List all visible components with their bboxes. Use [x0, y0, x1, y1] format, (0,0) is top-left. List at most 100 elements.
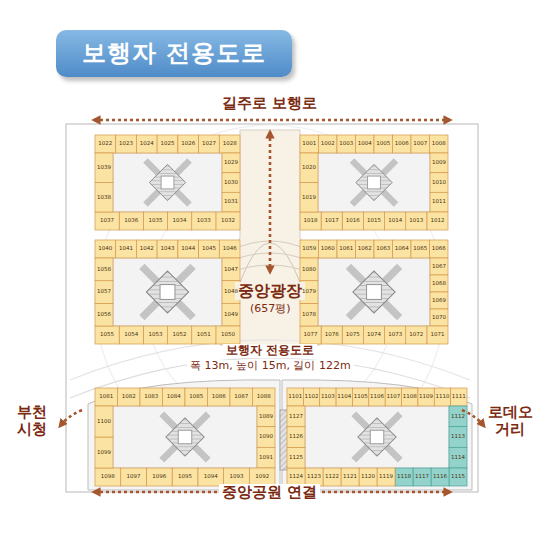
pedestrian-road-edge [70, 340, 470, 380]
unit-number: 1103 [320, 388, 336, 406]
unit-cell [222, 153, 240, 173]
unit-cell [303, 388, 319, 406]
unit-number: 1058 [95, 258, 113, 281]
unit-cell [119, 212, 143, 230]
unit-number: 1089 [257, 406, 275, 427]
unit-cell [337, 240, 356, 258]
unit-number: 1023 [116, 135, 137, 153]
unit-number: 1078 [300, 303, 318, 326]
unit-cell [287, 388, 303, 406]
unit-number: 1113 [449, 427, 467, 448]
building-outline [88, 380, 280, 490]
unit-cell [342, 212, 363, 230]
unit-cell [192, 326, 216, 344]
unit-cell [356, 135, 375, 153]
unit-cell [185, 388, 208, 406]
unit-number: 1017 [321, 212, 342, 230]
unit-number: 1052 [168, 326, 192, 344]
unit-cell [430, 192, 448, 212]
unit-cell [178, 240, 199, 258]
unit-cell [157, 240, 178, 258]
unit-cell [95, 212, 119, 230]
unit-cell [95, 303, 113, 326]
unit-number: 1090 [257, 427, 275, 448]
unit-cell [136, 135, 157, 153]
unit-cell [143, 326, 167, 344]
unit-cell [222, 303, 240, 326]
unit-number: 1105 [353, 388, 369, 406]
unit-number: 1094 [198, 468, 224, 486]
unit-number: 1049 [222, 303, 240, 326]
unit-number: 1036 [119, 212, 143, 230]
unit-number: 1056 [95, 303, 113, 326]
unit-number: 1098 [95, 468, 121, 486]
unit-number: 1001 [300, 135, 319, 153]
unit-cell [95, 281, 113, 304]
unit-cell [321, 326, 342, 344]
unit-cell [95, 468, 121, 486]
unit-number: 1079 [300, 281, 318, 304]
road-name: 중앙공원 연결 [219, 484, 320, 501]
unit-cell [95, 326, 119, 344]
unit-number: 1028 [219, 135, 240, 153]
unit-number: 1040 [95, 240, 116, 258]
unit-cell [287, 447, 305, 468]
unit-number: 1048 [222, 281, 240, 304]
unit-cell [287, 406, 305, 427]
unit-number: 1114 [449, 447, 467, 468]
unit-number: 1124 [287, 468, 305, 486]
unit-cell [385, 326, 406, 344]
unit-number: 1119 [377, 468, 395, 486]
unit-cell [449, 447, 467, 468]
unit-number: 1088 [253, 388, 276, 406]
unit-cell [253, 388, 276, 406]
building-core [162, 414, 208, 460]
unit-cell [136, 240, 157, 258]
unit-number: 1031 [222, 192, 240, 212]
unit-cell [300, 183, 318, 213]
unit-cell [430, 173, 448, 193]
unit-cell [157, 135, 178, 153]
title-tab: 보행자 전용도로 [56, 30, 292, 77]
unit-number: 1104 [336, 388, 352, 406]
road-dimensions: 폭 13m, 높이 15m, 길이 122m [187, 360, 354, 373]
unit-cell [230, 388, 253, 406]
building-core [354, 414, 400, 460]
unit-number: 1025 [157, 135, 178, 153]
building-core [352, 161, 396, 205]
unit-cell [199, 135, 220, 153]
unit-cell [219, 135, 240, 153]
unit-number: 1029 [222, 153, 240, 173]
unit-number: 1092 [249, 468, 275, 486]
unit-cell [300, 240, 319, 258]
unit-cell [369, 388, 385, 406]
unit-cell [374, 135, 393, 153]
unit-cell [434, 388, 450, 406]
unit-number: 1019 [300, 183, 318, 213]
unit-cell [341, 468, 359, 486]
unit-number: 1043 [157, 240, 178, 258]
unit-cell [431, 468, 449, 486]
unit-number: 1123 [305, 468, 323, 486]
unit-number: 1034 [168, 212, 192, 230]
unit-cell [287, 427, 305, 448]
unit-number: 1075 [342, 326, 363, 344]
inner-court [318, 153, 430, 212]
unit-number: 1022 [95, 135, 116, 153]
unit-number: 1084 [163, 388, 186, 406]
unit-cell [222, 173, 240, 193]
unit-number: 1071 [427, 326, 448, 344]
unit-cell [320, 388, 336, 406]
unit-cell [430, 135, 449, 153]
unit-cell [222, 192, 240, 212]
unit-number: 1109 [418, 388, 434, 406]
unit-number: 1026 [178, 135, 199, 153]
unit-number: 1057 [95, 281, 113, 304]
unit-number: 1093 [224, 468, 250, 486]
unit-number: 1097 [121, 468, 147, 486]
unit-number: 1060 [319, 240, 338, 258]
unit-cell [143, 212, 167, 230]
unit-cell [321, 212, 342, 230]
unit-cell [121, 468, 147, 486]
